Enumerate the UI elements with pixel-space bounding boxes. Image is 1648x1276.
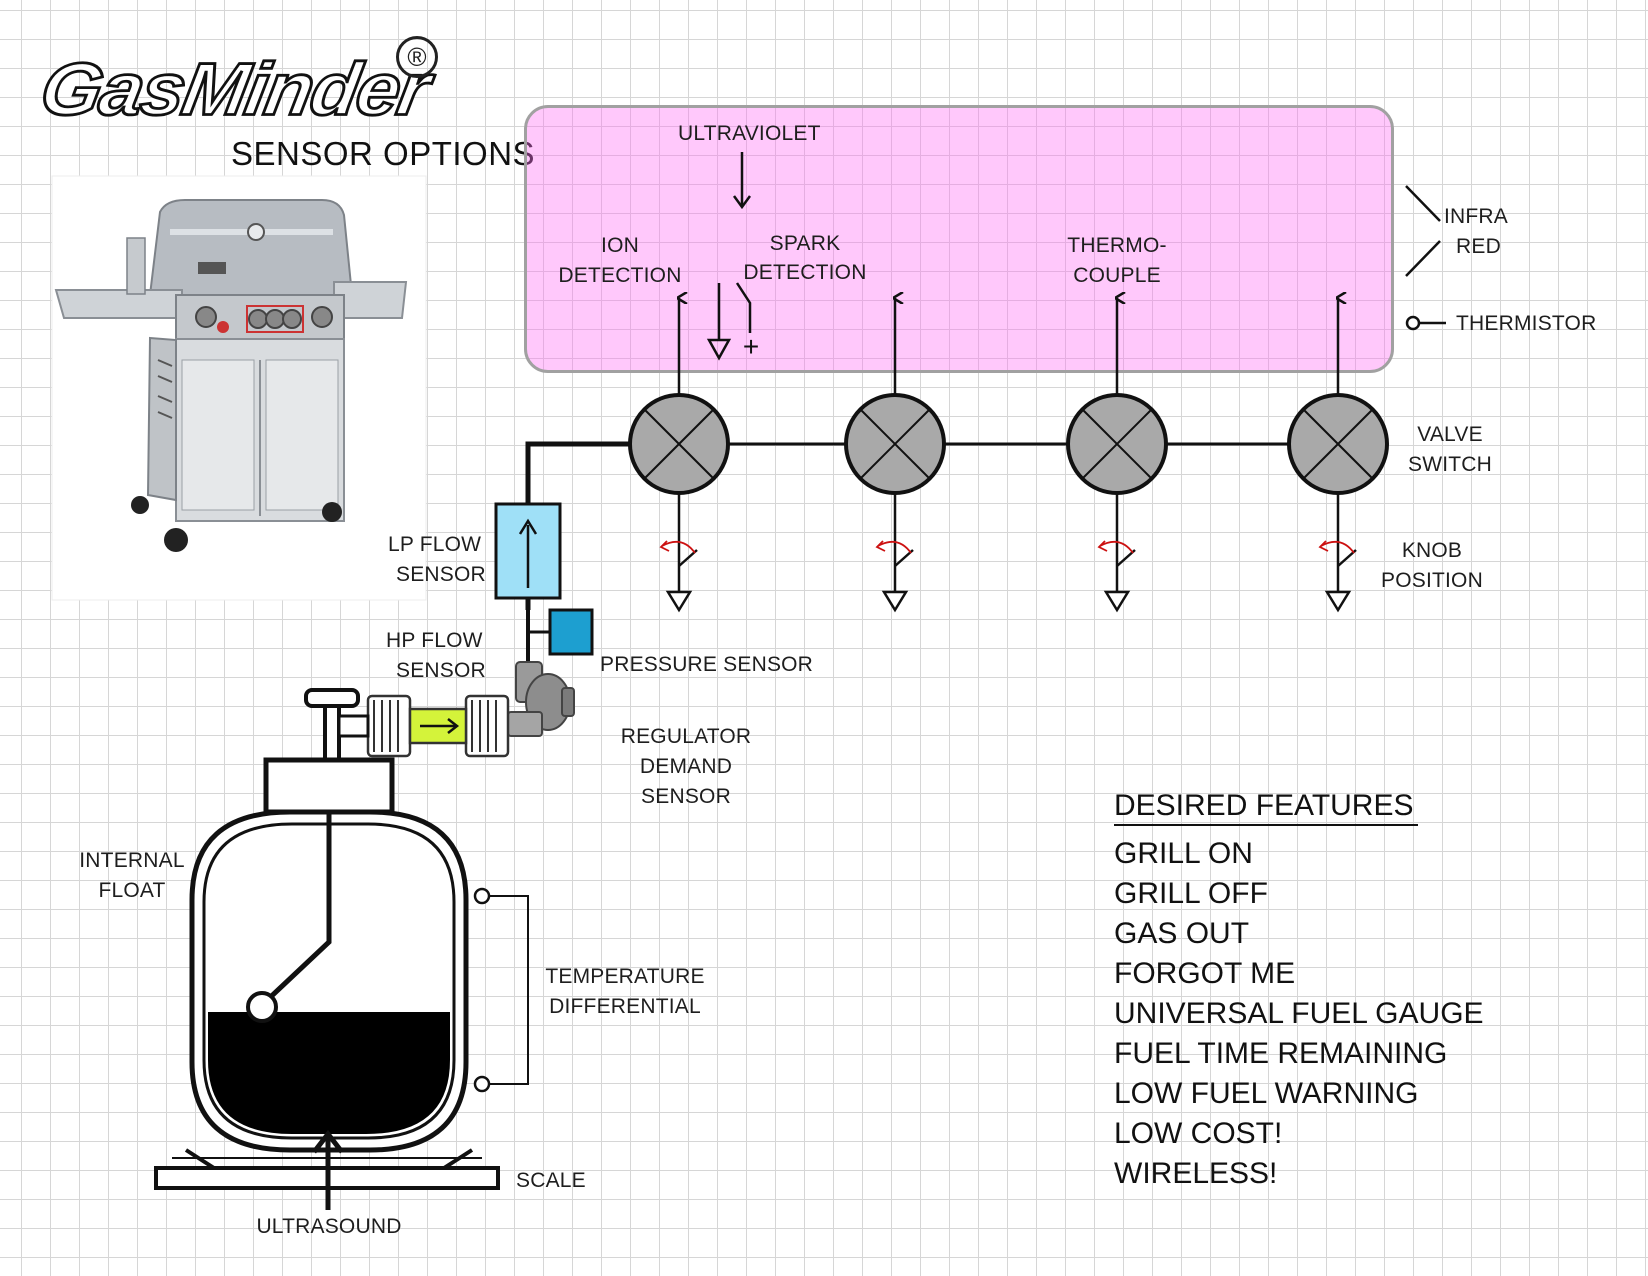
temperature-differential-label-line2: DIFFERENTIAL [549,995,701,1018]
infrared-label-line2: RED [1456,235,1501,258]
thermistor-label: THERMISTOR [1456,312,1597,335]
spark-detection-symbol [706,282,752,361]
feature-item: GRILL ON [1114,837,1253,870]
internal-float-label-line2: FLOAT [98,879,166,902]
infrared-symbol [1405,185,1441,277]
hp-flow-label-line1: HP FLOW [386,629,483,652]
desired-features-list: GRILL ON GRILL OFF GAS OUT FORGOT ME UNI… [1114,834,1484,1194]
regulator-label-line1: REGULATOR [620,725,752,748]
internal-float-label-line1: INTERNAL [79,849,185,872]
flame-arrows [679,298,1338,395]
thermocouple-label-line2: COUPLE [1073,264,1161,287]
knob-switch-2 [875,493,914,613]
hp-flow-sensor [408,707,468,745]
feature-item: WIRELESS! [1114,1157,1278,1190]
regulator [507,661,575,737]
valve-4 [1287,393,1389,495]
knob-position-label-line2: POSITION [1381,569,1483,592]
registered-mark: ® [396,36,438,78]
spark-detection-label-line1: SPARK [769,232,841,255]
ion-detection-label-line2: DETECTION [558,264,682,287]
pressure-sensor-block [548,608,594,656]
ultraviolet-label: ULTRAVIOLET [678,122,821,145]
feature-item: GRILL OFF [1114,877,1268,910]
propane-tank [154,688,500,1210]
spark-detection-label-line2: DETECTION [743,261,867,284]
feature-item: UNIVERSAL FUEL GAUGE [1114,997,1484,1030]
valve-switch-label-line2: SWITCH [1407,453,1493,476]
feature-item: FUEL TIME REMAINING [1114,1037,1448,1070]
thermocouple-label-line1: THERMO- [1067,234,1167,257]
infrared-label-line1: INFRA [1444,205,1508,228]
thermistor-symbol [1405,315,1446,331]
regulator-label-line2: DEMAND [639,755,733,778]
feature-item: FORGOT ME [1114,957,1296,990]
grill-illustration [51,175,427,601]
lp-flow-label-line1: LP FLOW [388,533,482,556]
valve-1 [628,393,730,495]
pressure-sensor-label: PRESSURE SENSOR [600,653,814,676]
ultraviolet-arrow [732,152,752,210]
feature-item: LOW COST! [1114,1117,1283,1150]
temperature-differential-label-line1: TEMPERATURE [545,965,705,988]
hp-flow-label-line2: SENSOR [396,659,486,682]
knob-switch-3 [1097,493,1136,613]
valve-3 [1066,393,1168,495]
knob-position-label-line1: KNOB [1401,539,1463,562]
ultrasound-label: ULTRASOUND [256,1215,402,1238]
temperature-bracket [473,887,529,1093]
hp-coupling [366,694,510,758]
lp-flow-sensor [494,502,562,600]
feature-item: LOW FUEL WARNING [1114,1077,1419,1110]
desired-features-title: DESIRED FEATURES [1114,788,1418,826]
knob-switch-1 [659,493,698,613]
knob-switch-4 [1318,493,1357,613]
regulator-label-line3: SENSOR [641,785,731,808]
spark-plus-symbol: + [743,331,759,362]
page-subtitle: SENSOR OPTIONS [231,135,536,172]
valve-switch-label-line1: VALVE [1417,423,1483,446]
lp-flow-label-line2: SENSOR [396,563,486,586]
burner-sensor-zone [524,105,1394,373]
ion-detection-label-line1: ION [601,234,639,257]
feature-item: GAS OUT [1114,917,1250,950]
valve-2 [844,393,946,495]
scale-label: SCALE [516,1169,586,1192]
